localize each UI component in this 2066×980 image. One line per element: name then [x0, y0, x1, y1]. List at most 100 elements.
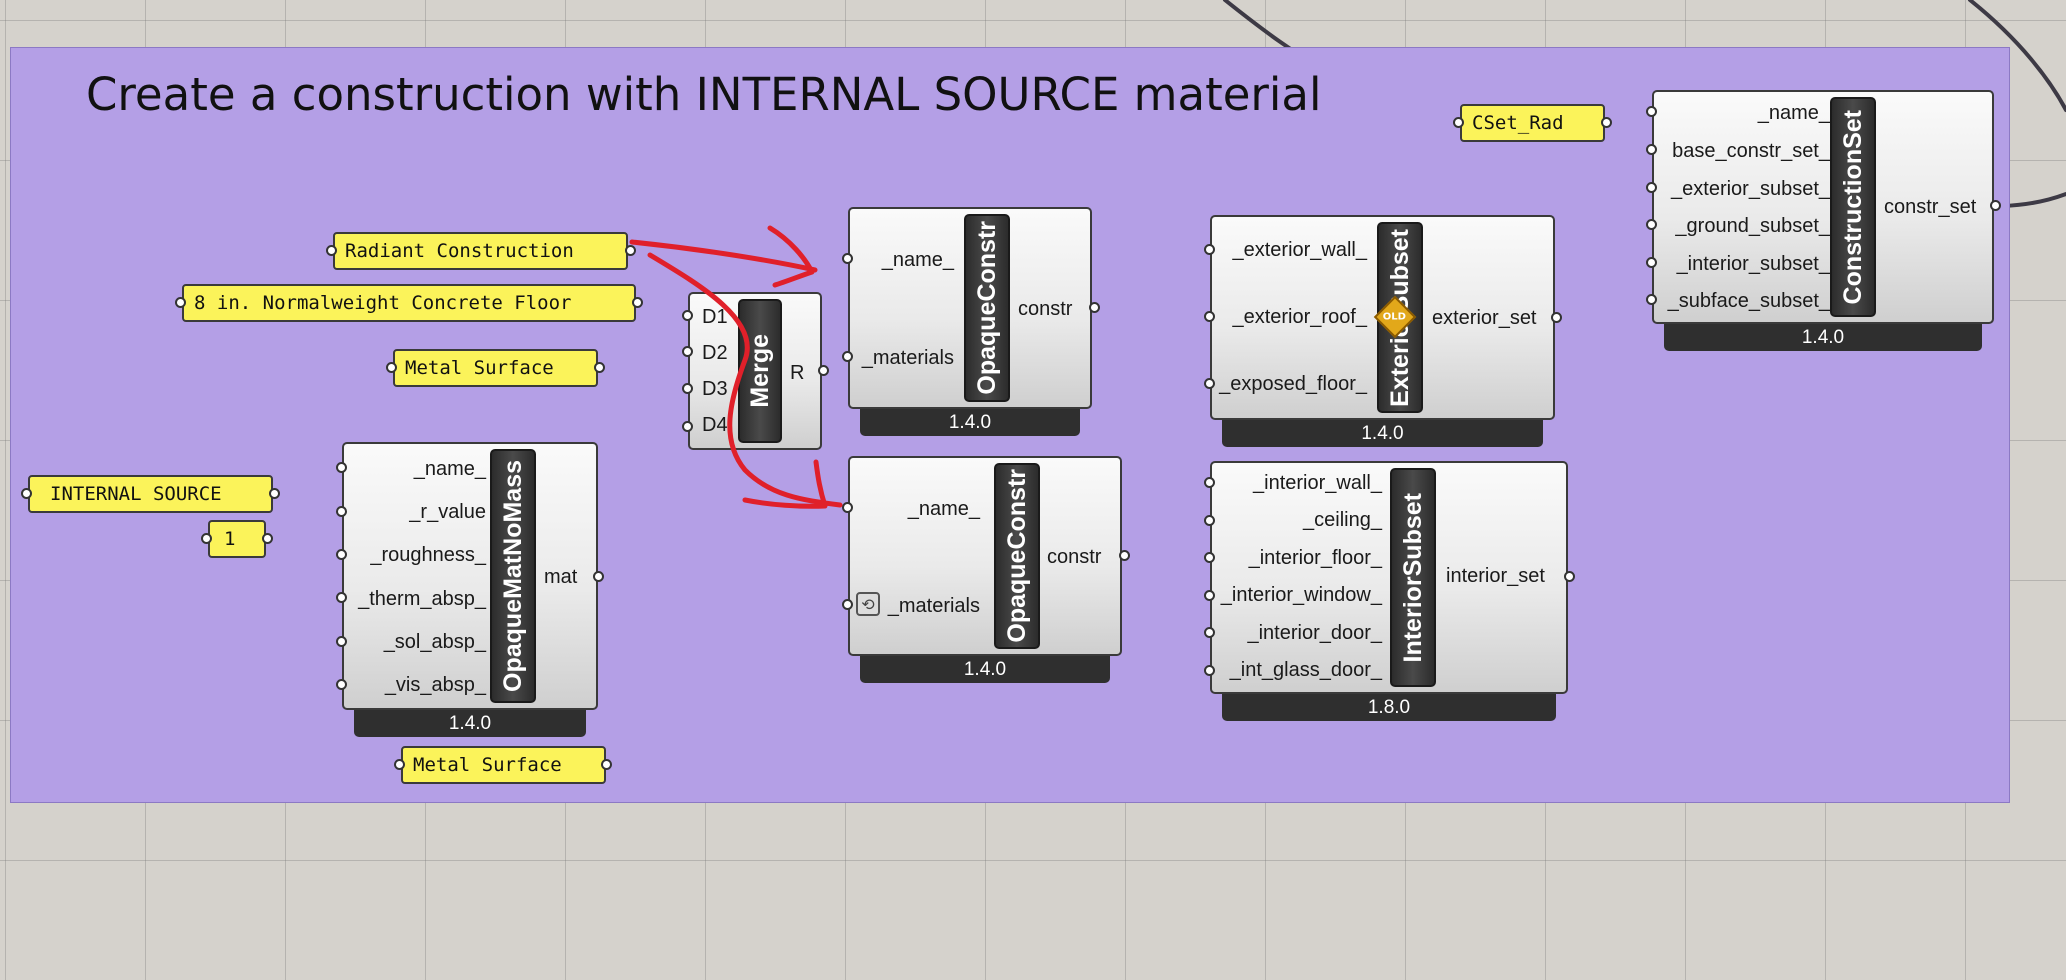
opaque-mat-roughness-grip[interactable] [336, 549, 347, 560]
opaque-constr-bottom-name-grip[interactable] [842, 502, 853, 513]
interior-subset-output[interactable]: interior_set [1446, 565, 1545, 587]
merge-input-d1[interactable]: D1 [702, 306, 728, 328]
construction-set-title-bar[interactable]: ConstructionSet [1830, 97, 1876, 317]
panel-metal-surface-bottom[interactable]: Metal Surface [401, 746, 606, 784]
merge-d2-grip[interactable] [682, 346, 693, 357]
interior-subset-input-door[interactable]: _interior_door_ [1247, 622, 1382, 644]
panel-concrete-floor[interactable]: 8 in. Normalweight Concrete Floor [182, 284, 636, 322]
opaque-mat-mat-grip[interactable] [593, 571, 604, 582]
exterior-subset-input-exposed-floor[interactable]: _exposed_floor_ [1219, 373, 1367, 395]
opaque-constr-top-output[interactable]: constr [1018, 298, 1073, 320]
construction-set-input-subface[interactable]: _subface_subset_ [1667, 290, 1830, 312]
panel-concrete-output-grip[interactable] [632, 297, 643, 308]
opaque-constr-top-component[interactable]: _name_ _materials OpaqueConstr constr [848, 207, 1092, 409]
construction-set-input-ground[interactable]: _ground_subset_ [1675, 215, 1830, 237]
panel-metal-top-output-grip[interactable] [594, 362, 605, 373]
interior-subset-wall-grip[interactable] [1204, 477, 1215, 488]
construction-set-interior-grip[interactable] [1646, 257, 1657, 268]
panel-metal-surface-top[interactable]: Metal Surface [393, 349, 598, 387]
opaque-constr-bottom-constr-grip[interactable] [1119, 550, 1130, 561]
opaque-mat-no-mass-component[interactable]: _name_ _r_value _roughness_ _therm_absp_… [342, 442, 598, 710]
panel-one-input-grip[interactable] [201, 533, 212, 544]
opaque-constr-top-title-bar[interactable]: OpaqueConstr [964, 214, 1010, 402]
interior-subset-input-floor[interactable]: _interior_floor_ [1248, 547, 1382, 569]
interior-subset-input-wall[interactable]: _interior_wall_ [1253, 472, 1382, 494]
merge-r-grip[interactable] [818, 365, 829, 376]
opaque-mat-input-name[interactable]: _name_ [413, 458, 486, 480]
panel-concrete-input-grip[interactable] [175, 297, 186, 308]
merge-input-d3[interactable]: D3 [702, 378, 728, 400]
exterior-subset-input-roof[interactable]: _exterior_roof_ [1232, 306, 1367, 328]
opaque-constr-bottom-materials-grip[interactable] [842, 599, 853, 610]
construction-set-input-exterior[interactable]: _exterior_subset_ [1671, 178, 1830, 200]
construction-set-input-base[interactable]: base_constr_set_ [1672, 140, 1830, 162]
panel-metal-top-input-grip[interactable] [386, 362, 397, 373]
interior-subset-floor-grip[interactable] [1204, 552, 1215, 563]
construction-set-input-interior[interactable]: _interior_subset_ [1676, 253, 1830, 275]
exterior-subset-input-wall[interactable]: _exterior_wall_ [1232, 239, 1367, 261]
panel-radiant-output-grip[interactable] [625, 245, 636, 256]
opaque-constr-top-input-materials[interactable]: _materials [861, 347, 954, 369]
opaque-constr-bottom-title-bar[interactable]: OpaqueConstr [994, 463, 1040, 649]
merge-component[interactable]: D1 D2 D3 D4 Merge R [688, 292, 822, 450]
opaque-constr-bottom-output[interactable]: constr [1047, 546, 1102, 568]
construction-set-output[interactable]: constr_set [1884, 196, 1977, 218]
exterior-subset-exposed-floor-grip[interactable] [1204, 378, 1215, 389]
interior-subset-title-bar[interactable]: InteriorSubset [1390, 468, 1436, 687]
merge-input-d4[interactable]: D4 [702, 414, 728, 436]
exterior-subset-output[interactable]: exterior_set [1432, 307, 1537, 329]
opaque-constr-bottom-input-name[interactable]: _name_ [907, 498, 980, 520]
interior-subset-window-grip[interactable] [1204, 590, 1215, 601]
interior-subset-input-glass-door[interactable]: _int_glass_door_ [1229, 659, 1382, 681]
construction-set-base-grip[interactable] [1646, 144, 1657, 155]
panel-metal-bottom-input-grip[interactable] [394, 759, 405, 770]
opaque-constr-bottom-component[interactable]: _name_ ⟲ _materials OpaqueConstr constr [848, 456, 1122, 656]
construction-set-name-grip[interactable] [1646, 106, 1657, 117]
merge-input-d2[interactable]: D2 [702, 342, 728, 364]
opaque-mat-r-value-grip[interactable] [336, 506, 347, 517]
panel-cset-rad[interactable]: CSet_Rad [1460, 104, 1605, 142]
panel-metal-bottom-output-grip[interactable] [601, 759, 612, 770]
opaque-mat-therm-absp-grip[interactable] [336, 592, 347, 603]
exterior-subset-wall-grip[interactable] [1204, 244, 1215, 255]
panel-one-output-grip[interactable] [262, 533, 273, 544]
panel-cset-output-grip[interactable] [1601, 117, 1612, 128]
opaque-mat-input-vis-absp[interactable]: _vis_absp_ [384, 674, 486, 696]
opaque-constr-top-input-name[interactable]: _name_ [881, 249, 954, 271]
merge-d4-grip[interactable] [682, 421, 693, 432]
opaque-mat-vis-absp-grip[interactable] [336, 679, 347, 690]
panel-radiant-input-grip[interactable] [326, 245, 337, 256]
reverse-icon[interactable]: ⟲ [856, 592, 880, 616]
opaque-constr-top-constr-grip[interactable] [1089, 302, 1100, 313]
interior-subset-input-ceiling[interactable]: _ceiling_ [1303, 509, 1382, 531]
merge-d3-grip[interactable] [682, 383, 693, 394]
opaque-mat-input-sol-absp[interactable]: _sol_absp_ [383, 631, 486, 653]
exterior-subset-roof-grip[interactable] [1204, 311, 1215, 322]
opaque-mat-output-mat[interactable]: mat [544, 566, 578, 588]
interior-subset-output-grip[interactable] [1564, 571, 1575, 582]
interior-subset-door-grip[interactable] [1204, 627, 1215, 638]
interior-subset-ceiling-grip[interactable] [1204, 515, 1215, 526]
panel-value-one[interactable]: 1 [208, 520, 266, 558]
opaque-constr-top-materials-grip[interactable] [842, 351, 853, 362]
panel-cset-input-grip[interactable] [1453, 117, 1464, 128]
opaque-mat-input-therm-absp[interactable]: _therm_absp_ [358, 588, 486, 610]
construction-set-output-grip[interactable] [1990, 200, 2001, 211]
construction-set-input-name[interactable]: _name_ [1757, 102, 1830, 124]
construction-set-component[interactable]: _name_ base_constr_set_ _exterior_subset… [1652, 90, 1994, 324]
interior-subset-component[interactable]: _interior_wall_ _ceiling_ _interior_floo… [1210, 461, 1568, 694]
panel-radiant-construction[interactable]: Radiant Construction [333, 232, 628, 270]
interior-subset-glass-door-grip[interactable] [1204, 665, 1215, 676]
opaque-constr-top-name-grip[interactable] [842, 253, 853, 264]
opaque-mat-input-roughness[interactable]: _roughness_ [370, 544, 486, 566]
construction-set-ground-grip[interactable] [1646, 219, 1657, 230]
exterior-subset-output-grip[interactable] [1551, 312, 1562, 323]
merge-title-bar[interactable]: Merge [738, 299, 782, 443]
construction-set-subface-grip[interactable] [1646, 294, 1657, 305]
panel-internal-source-output-grip[interactable] [269, 488, 280, 499]
opaque-mat-input-r-value[interactable]: _r_value [409, 501, 486, 523]
interior-subset-input-window[interactable]: _interior_window_ [1220, 584, 1382, 606]
merge-output-r[interactable]: R [790, 362, 805, 384]
panel-internal-source[interactable]: INTERNAL SOURCE [28, 475, 273, 513]
merge-d1-grip[interactable] [682, 310, 693, 321]
